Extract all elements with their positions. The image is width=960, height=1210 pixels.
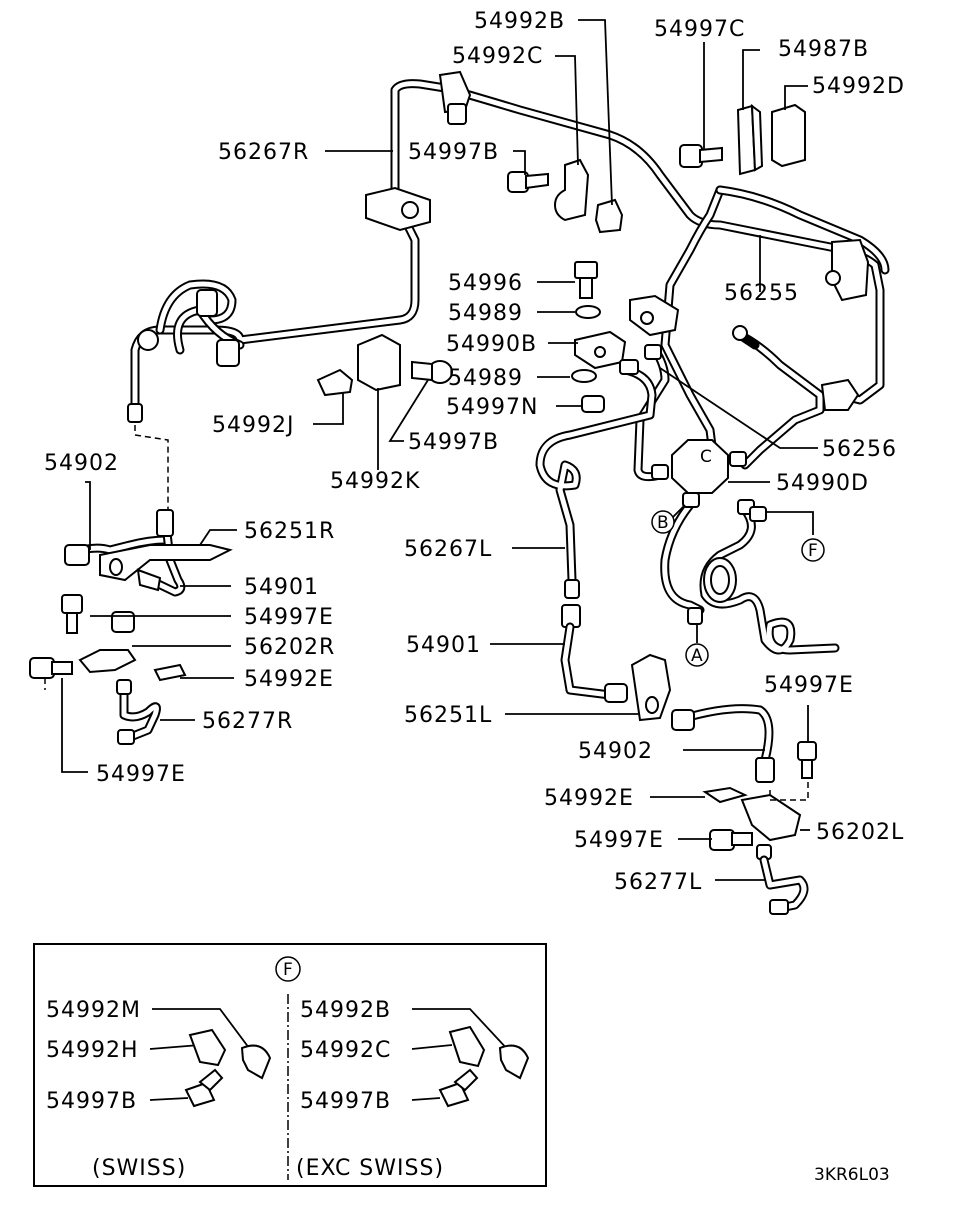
label-54901-left: 54901 xyxy=(244,575,319,600)
label-54997e-right: 54997E xyxy=(764,673,854,698)
label-56251r: 56251R xyxy=(244,519,335,544)
label-54989-a: 54989 xyxy=(448,301,523,326)
label-54997n: 54997N xyxy=(446,395,538,420)
label-54992b-top: 54992B xyxy=(474,9,565,34)
inset-right-caption: (EXC SWISS) xyxy=(296,1156,444,1181)
inset-left-part3: 54997B xyxy=(46,1089,137,1114)
marker-b: B xyxy=(657,513,669,533)
label-54992e-left: 54992E xyxy=(244,667,334,692)
label-54990d: 54990D xyxy=(776,471,869,496)
marker-a: A xyxy=(691,646,703,666)
label-54990b: 54990B xyxy=(446,332,537,357)
junction-block-54990d xyxy=(671,439,729,494)
label-56251l: 56251L xyxy=(404,703,492,728)
label-56277r: 56277R xyxy=(202,709,293,734)
label-54992e-right: 54992E xyxy=(544,786,634,811)
detail-inset-f: F 54992M 54992H 54997B (SWISS) 54992B 54… xyxy=(33,943,547,1187)
label-54992d: 54992D xyxy=(812,74,905,99)
label-56256: 56256 xyxy=(822,437,897,462)
label-56277l: 56277L xyxy=(614,870,702,895)
loose-parts xyxy=(316,103,806,397)
label-54997b-mid: 54997B xyxy=(408,430,499,455)
fittings xyxy=(365,70,870,625)
marker-f: F xyxy=(808,541,818,561)
label-54987b: 54987B xyxy=(778,37,869,62)
marker-c: C xyxy=(700,447,712,467)
inset-right-part3: 54997B xyxy=(300,1089,391,1114)
inset-circle-label: F xyxy=(283,960,293,980)
label-54989-b: 54989 xyxy=(448,366,523,391)
label-54997c: 54997C xyxy=(654,17,745,42)
label-54997e-mid: 54997E xyxy=(574,828,664,853)
inset-left-part2: 54992H xyxy=(46,1038,139,1063)
label-54992j: 54992J xyxy=(212,413,294,438)
brake-pipes xyxy=(130,79,890,655)
inset-right-part1: 54992B xyxy=(300,998,391,1023)
label-54997e-a: 54997E xyxy=(244,605,334,630)
label-56202l: 56202L xyxy=(816,820,904,845)
label-56202r: 56202R xyxy=(244,635,335,660)
leader-lines xyxy=(61,19,818,881)
label-54996: 54996 xyxy=(448,271,523,296)
label-54902-center: 54902 xyxy=(578,739,653,764)
label-54901-center: 54901 xyxy=(406,633,481,658)
label-54992c-top: 54992C xyxy=(452,44,543,69)
dashed-connectors xyxy=(44,425,809,801)
left-hose-assembly xyxy=(29,403,233,745)
diagram-reference-code: 3KR6L03 xyxy=(814,1165,890,1185)
right-hose-assembly xyxy=(560,579,817,915)
inset-left-part1: 54992M xyxy=(46,998,141,1023)
part-labels: 54992B 54992C 54997C 54987B 54992D 56267… xyxy=(44,9,905,895)
label-54997e-bottom: 54997E xyxy=(96,762,186,787)
label-54997b-top: 54997B xyxy=(408,140,499,165)
callout-markers: B F A C xyxy=(651,447,825,667)
label-56267l: 56267L xyxy=(404,537,492,562)
label-56255: 56255 xyxy=(724,281,799,306)
label-56267r: 56267R xyxy=(218,140,309,165)
label-54992k: 54992K xyxy=(330,469,420,494)
label-54902-left: 54902 xyxy=(44,451,119,476)
inset-left-caption: (SWISS) xyxy=(92,1156,186,1181)
inset-right-part2: 54992C xyxy=(300,1038,391,1063)
